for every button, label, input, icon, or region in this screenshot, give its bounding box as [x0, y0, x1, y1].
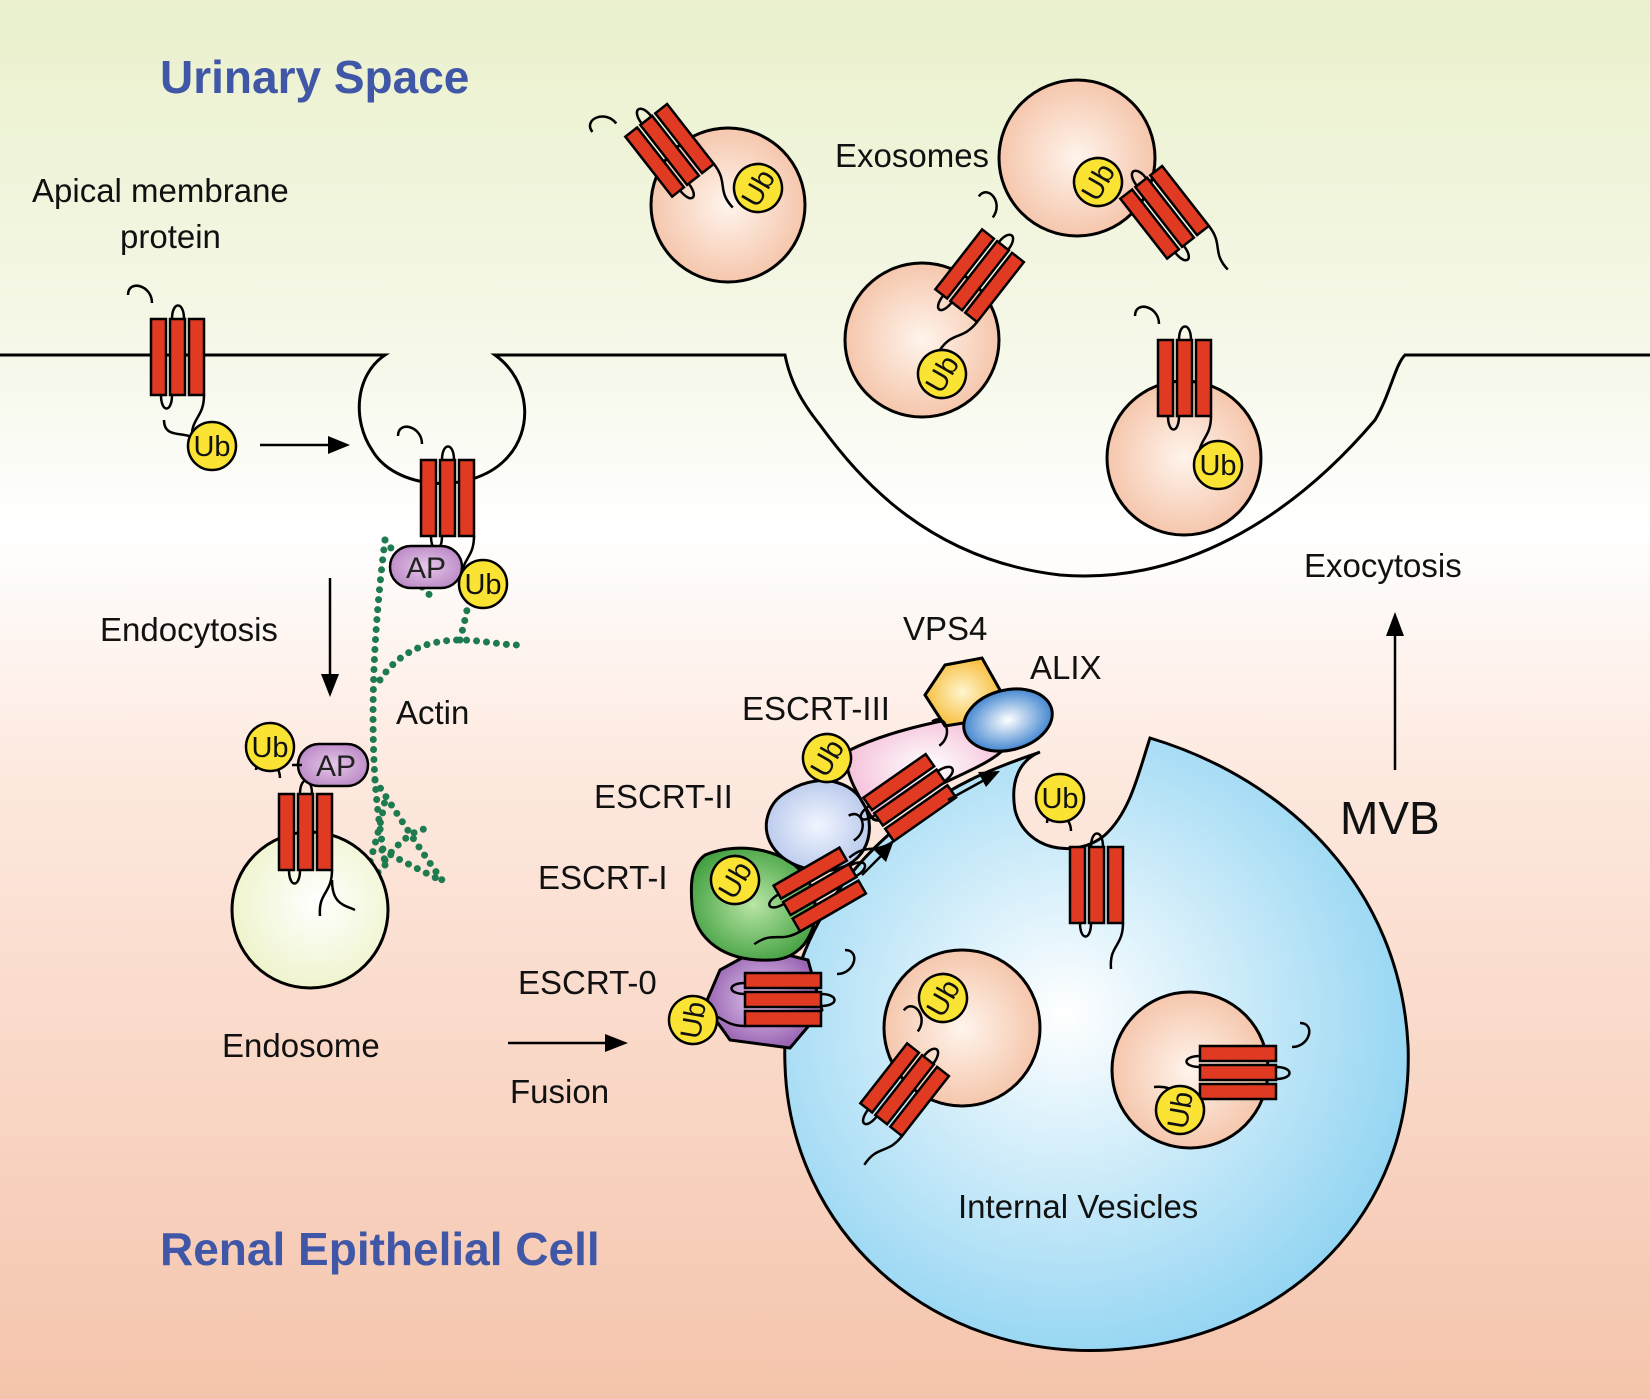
- alix-label: ALIX: [1030, 649, 1102, 686]
- mvb-label: MVB: [1340, 792, 1440, 844]
- exosome-2: Ub: [997, 78, 1239, 311]
- escrt-sequence-arrow-1: [861, 843, 893, 876]
- apical-membrane: [0, 353, 1650, 578]
- ap-adaptor-top: AP: [388, 544, 464, 590]
- ubiquitin-marker: Ub: [186, 420, 238, 472]
- escrt-0-label: ESCRT-0: [518, 964, 657, 1001]
- renal-epithelial-cell-title: Renal Epithelial Cell: [160, 1223, 600, 1275]
- exosomes-label: Exosomes: [835, 137, 989, 174]
- ubiquitin-marker-mvb-pit: Ub: [1034, 772, 1086, 824]
- apical-label-line2: protein: [120, 218, 221, 255]
- mvb: [783, 736, 1410, 1353]
- fusion-label: Fusion: [510, 1073, 609, 1110]
- ap-adaptor-endosome: AP: [296, 742, 370, 788]
- svg-text:Ub: Ub: [1162, 1089, 1200, 1131]
- svg-text:Ub: Ub: [251, 732, 288, 764]
- alix-protein: [962, 687, 1054, 753]
- internal-vesicles-label: Internal Vesicles: [958, 1188, 1198, 1225]
- svg-text:Ub: Ub: [1041, 783, 1078, 815]
- arrow-to-invagination: [260, 436, 350, 454]
- apical-label-line1: Apical membrane: [32, 172, 289, 209]
- endosome-label: Endosome: [222, 1027, 380, 1064]
- svg-text:AP: AP: [316, 750, 356, 783]
- exosome-3: Ub: [843, 187, 1046, 419]
- fusion-arrow: [508, 1034, 628, 1052]
- exocytosis-arrow: [1386, 612, 1404, 770]
- endocytosis-label: Endocytosis: [100, 611, 278, 648]
- ubiquitin-marker-escrt-iii: Ub: [792, 723, 862, 793]
- escrt-i-label: ESCRT-I: [538, 859, 668, 896]
- endocytosis-arrow: [321, 578, 339, 697]
- exosome-4: Ub: [1105, 305, 1263, 537]
- internal-vesicle-2: Ub: [1110, 990, 1311, 1150]
- ubiquitin-marker-top: Ub: [457, 558, 509, 610]
- internal-vesicle-1: Ub: [812, 948, 1042, 1174]
- exosome-1: Ub: [585, 76, 807, 284]
- svg-text:Ub: Ub: [193, 431, 230, 463]
- escrt-sequence-arrow-2: [947, 771, 1000, 802]
- escrt-iii-label: ESCRT-III: [742, 690, 890, 727]
- escrt-ii-complex: [764, 779, 871, 873]
- exocytosis-label: Exocytosis: [1304, 547, 1462, 584]
- actin-label: Actin: [396, 694, 469, 731]
- svg-text:Ub: Ub: [1199, 450, 1236, 482]
- vps4-label: VPS4: [903, 610, 987, 647]
- urinary-space-title: Urinary Space: [160, 51, 469, 103]
- svg-text:Ub: Ub: [675, 999, 713, 1041]
- svg-text:AP: AP: [406, 552, 446, 585]
- ubiquitin-marker-escrt-i: Ub: [700, 845, 770, 915]
- ubiquitin-marker-escrt-0: Ub: [663, 990, 723, 1050]
- ubiquitin-marker-endosome: Ub: [244, 721, 296, 773]
- svg-text:Ub: Ub: [464, 569, 501, 601]
- escrt-ii-label: ESCRT-II: [594, 778, 733, 815]
